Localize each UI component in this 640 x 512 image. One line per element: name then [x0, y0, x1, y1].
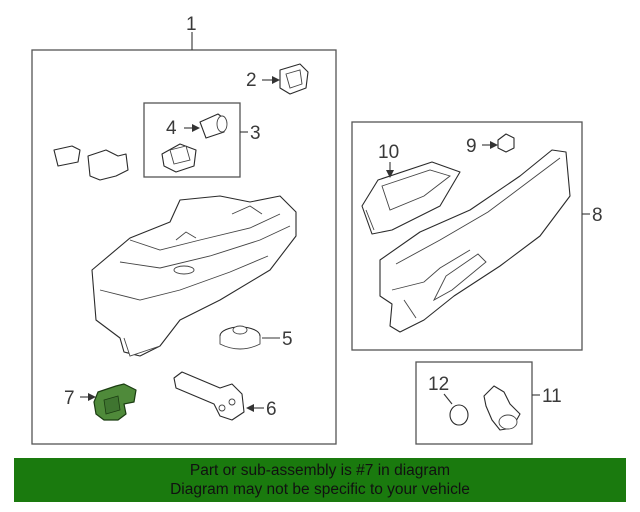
- callout-12[interactable]: 12: [428, 374, 449, 395]
- part-8-glovebox-door[interactable]: [379, 149, 571, 333]
- group-box-8: [351, 121, 583, 351]
- callout-5[interactable]: 5: [282, 329, 293, 350]
- info-banner: Part or sub-assembly is #7 in diagram Di…: [14, 458, 626, 502]
- part-1-glovebox-housing[interactable]: [91, 195, 297, 357]
- part-bumper-left[interactable]: [53, 145, 81, 167]
- part-12-plug[interactable]: [449, 404, 469, 426]
- part-7-latch-highlighted[interactable]: [93, 383, 137, 421]
- part-2-latch[interactable]: [279, 63, 309, 95]
- callout-3[interactable]: 3: [250, 123, 261, 144]
- part-11-push-pin[interactable]: [483, 385, 521, 431]
- banner-line-2: Diagram may not be specific to your vehi…: [170, 481, 470, 498]
- group-box-1: [31, 49, 337, 445]
- part-4-lock-cylinder[interactable]: [199, 113, 228, 139]
- callout-10[interactable]: 10: [378, 142, 399, 163]
- callout-11[interactable]: 11: [542, 386, 562, 407]
- callout-2[interactable]: 2: [246, 70, 257, 91]
- callout-4[interactable]: 4: [166, 118, 177, 139]
- callout-1[interactable]: 1: [186, 14, 197, 35]
- part-3-lock-housing[interactable]: [161, 143, 197, 173]
- part-10-tray[interactable]: [361, 161, 461, 235]
- part-9-clip[interactable]: [497, 133, 515, 153]
- callout-9[interactable]: 9: [466, 136, 477, 157]
- part-bumper-right[interactable]: [87, 149, 129, 181]
- group-box-3: [143, 102, 241, 178]
- callout-6[interactable]: 6: [266, 399, 277, 420]
- group-box-11: [415, 361, 533, 445]
- callout-8[interactable]: 8: [592, 205, 603, 226]
- part-6-hinge[interactable]: [173, 371, 245, 421]
- banner-line-1: Part or sub-assembly is #7 in diagram: [189, 462, 451, 479]
- callout-7[interactable]: 7: [64, 388, 75, 409]
- part-5-cushion[interactable]: [219, 325, 261, 350]
